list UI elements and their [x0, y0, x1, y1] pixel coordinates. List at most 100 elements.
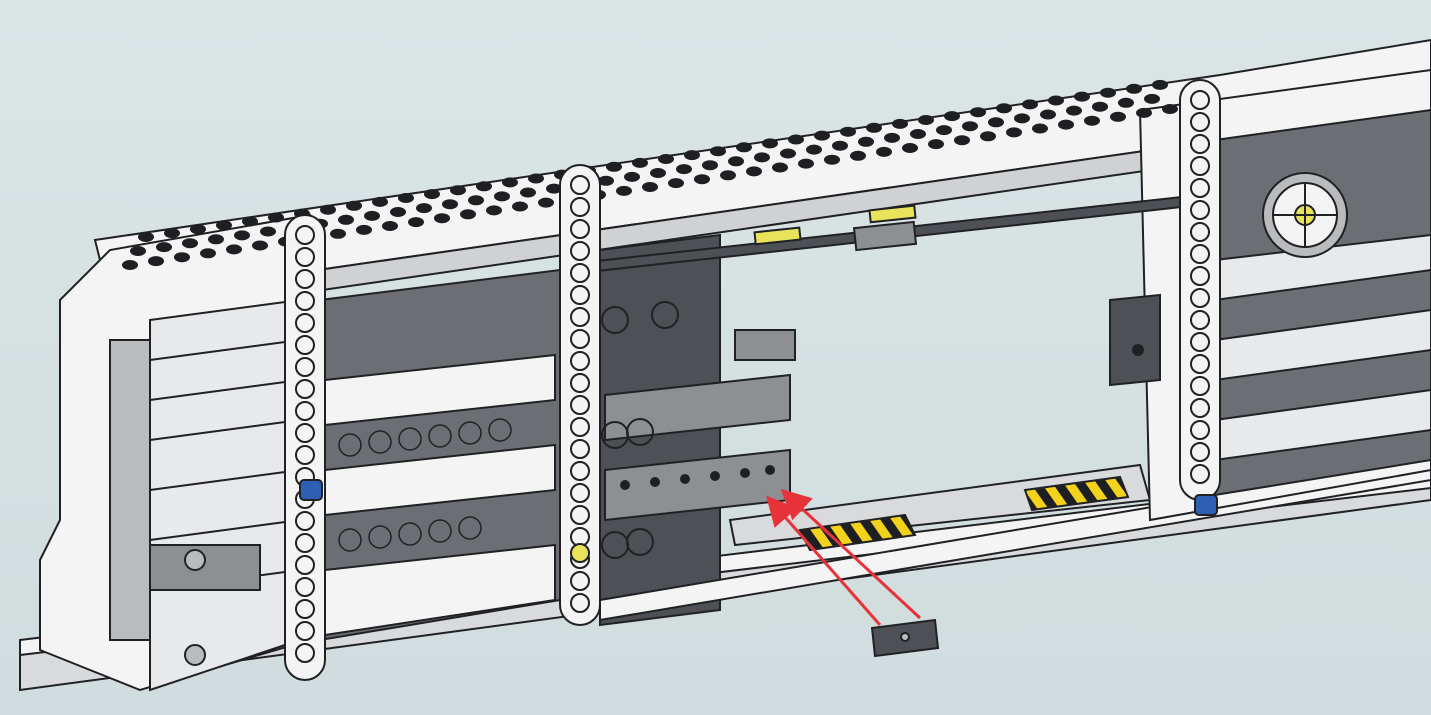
stud — [624, 171, 640, 182]
stud — [1040, 109, 1056, 120]
liftarm-hole — [295, 599, 315, 619]
stud — [1066, 105, 1082, 116]
stud — [728, 156, 744, 167]
liftarm-hole — [295, 401, 315, 421]
stud — [918, 115, 934, 125]
liftarm-hole — [295, 379, 315, 399]
stud — [390, 207, 406, 217]
liftarm-hole — [295, 269, 315, 289]
liftarm-hole — [295, 533, 315, 553]
liftarm-hole — [295, 335, 315, 355]
stud — [884, 132, 900, 143]
stud — [1006, 127, 1022, 138]
technic-gear-icon — [1262, 172, 1348, 258]
stud — [954, 135, 970, 146]
stud — [398, 193, 414, 203]
stud — [694, 174, 710, 185]
stud — [1084, 115, 1100, 126]
stud — [364, 210, 380, 221]
stud — [1110, 111, 1126, 122]
stud — [1100, 87, 1116, 98]
stud — [138, 232, 154, 242]
liftarm-hole — [1190, 90, 1210, 110]
hazard-stripe-tile-right — [1023, 475, 1130, 512]
stud — [1048, 95, 1064, 106]
stud — [460, 209, 476, 220]
stud — [208, 234, 224, 245]
liftarm-hole — [295, 511, 315, 531]
stud — [382, 221, 398, 231]
liftarm-hole — [570, 307, 590, 327]
liftarm-hole — [1190, 222, 1210, 242]
stud — [788, 134, 804, 145]
stud — [970, 107, 986, 118]
liftarm-hole — [570, 351, 590, 371]
stud — [260, 226, 276, 237]
liftarm-hole — [295, 555, 315, 575]
red-assembly-arrow-icon — [766, 488, 922, 626]
liftarm-hole — [570, 373, 590, 393]
liftarm-hole — [1190, 244, 1210, 264]
stud — [242, 216, 258, 227]
stud — [520, 187, 536, 198]
right-tower — [1109, 68, 1431, 522]
stud — [754, 152, 770, 163]
stud — [780, 148, 796, 159]
center-bay — [599, 233, 796, 627]
stud — [668, 178, 684, 189]
stud — [1058, 119, 1074, 130]
liftarm-hole — [570, 395, 590, 415]
liftarm-hole — [295, 423, 315, 443]
stud — [988, 117, 1004, 128]
cross-axle — [559, 193, 1201, 277]
stud — [876, 146, 892, 157]
stud — [226, 244, 242, 255]
liftarm-hole — [1190, 200, 1210, 220]
liftarm-beam-center — [559, 164, 601, 626]
stud — [494, 191, 510, 202]
stud — [1118, 97, 1134, 108]
liftarm-hole — [570, 461, 590, 481]
liftarm-hole — [570, 285, 590, 305]
stud — [936, 125, 952, 136]
stud — [502, 177, 518, 188]
stud — [720, 170, 736, 181]
liftarm-hole — [1190, 178, 1210, 198]
stud — [234, 230, 250, 241]
stud — [1136, 107, 1152, 118]
stud — [182, 238, 198, 249]
stud — [702, 160, 718, 171]
stud — [174, 252, 190, 263]
stud — [512, 201, 528, 212]
stud — [902, 143, 918, 153]
stud — [746, 166, 762, 177]
stud — [338, 214, 354, 225]
liftarm-hole — [570, 329, 590, 349]
stud — [676, 164, 692, 175]
stud — [1074, 91, 1090, 102]
top-deck-studs — [122, 79, 1178, 270]
liftarm-beam-right — [1179, 79, 1221, 501]
liftarm-hole — [570, 197, 590, 217]
stud — [408, 217, 424, 228]
stud — [1152, 79, 1168, 90]
liftarm-hole — [570, 175, 590, 195]
left-tower — [39, 213, 311, 692]
stud — [1022, 99, 1038, 110]
stud — [416, 203, 432, 214]
stud — [252, 240, 268, 251]
stud — [268, 212, 284, 223]
stud — [824, 154, 840, 165]
stud — [606, 161, 622, 172]
liftarm-hole — [570, 439, 590, 459]
liftarm-hole — [570, 417, 590, 437]
liftarm-hole — [1190, 464, 1210, 484]
liftarm-hole — [1190, 354, 1210, 374]
stud — [528, 173, 544, 184]
liftarm-hole — [570, 571, 590, 591]
liftarm-hole — [295, 445, 315, 465]
stud — [450, 185, 466, 196]
liftarm-hole — [295, 577, 315, 597]
stud — [684, 150, 700, 161]
